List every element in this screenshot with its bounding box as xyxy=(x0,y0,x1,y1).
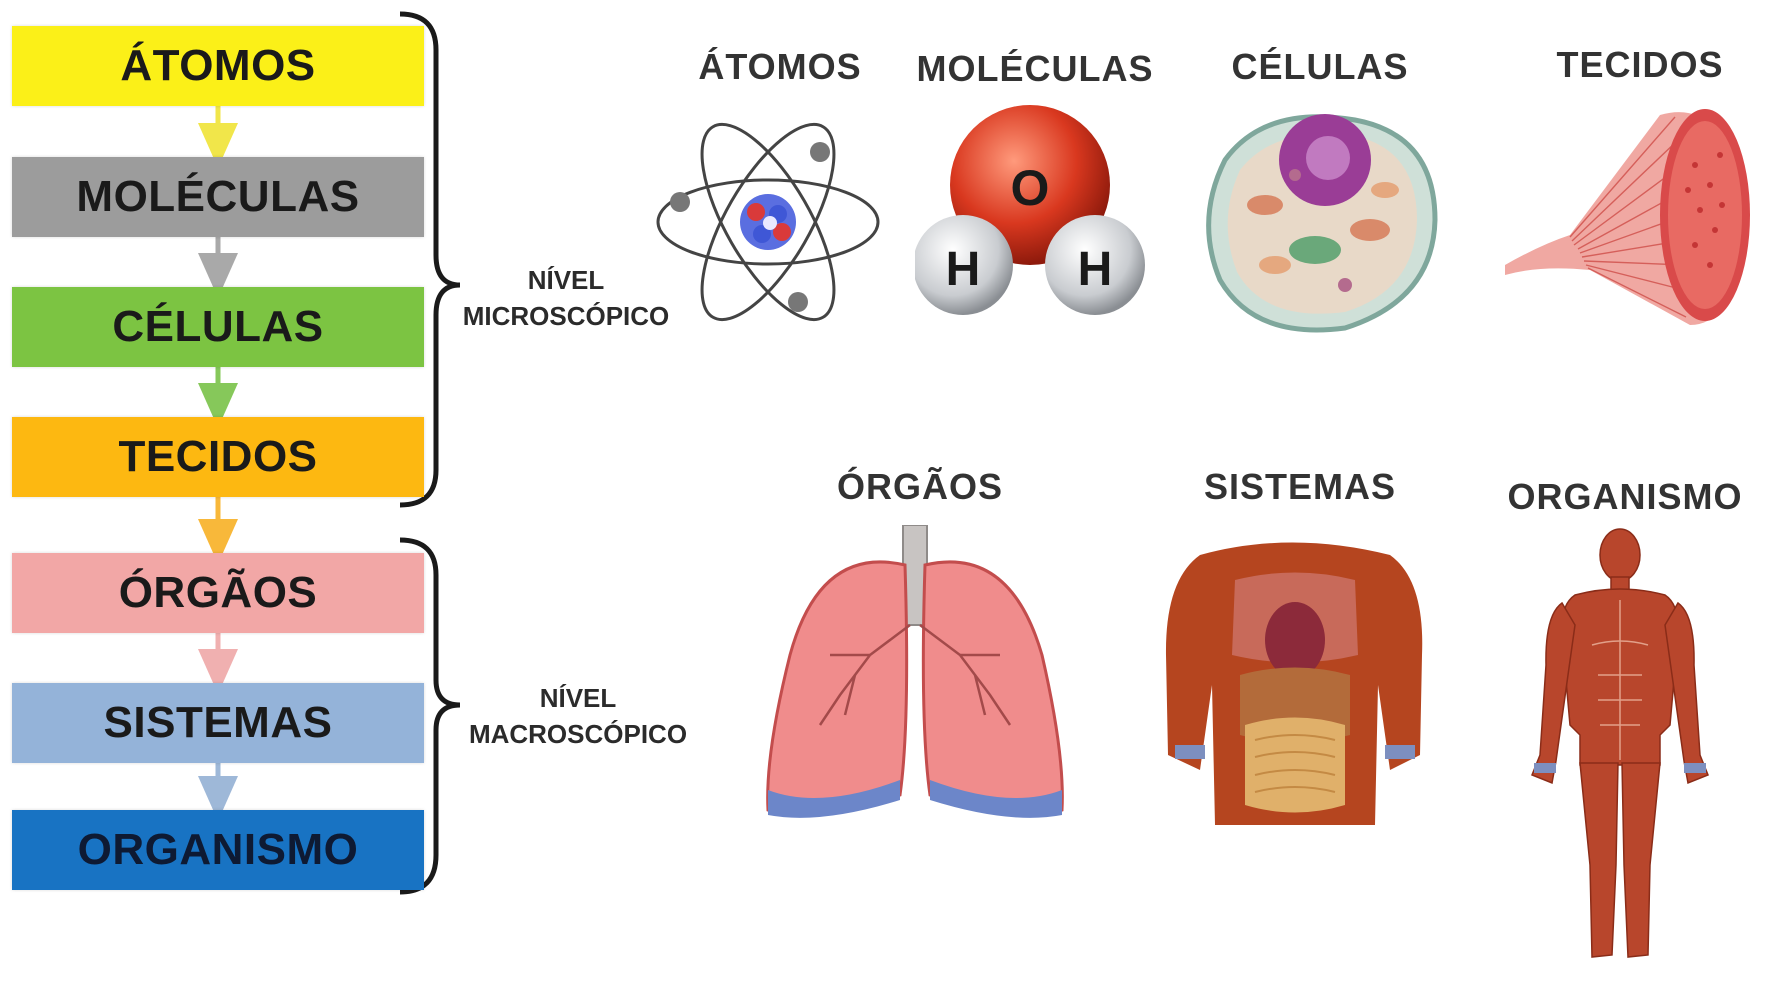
atom-icon xyxy=(656,122,880,322)
title-sistemas: SISTEMAS xyxy=(1203,466,1397,507)
title-atomos: ÁTOMOS xyxy=(698,46,862,87)
macroscopic-level-line1: NÍVEL xyxy=(539,683,617,713)
muscle-tissue-icon xyxy=(1505,109,1750,325)
torso-anatomy-icon xyxy=(1165,542,1423,825)
level-label-organismo: ORGANISMO xyxy=(77,825,359,874)
microscopic-level-label: NÍVEL MICROSCÓPICO xyxy=(446,262,686,334)
title-organismo: ORGANISMO xyxy=(1507,476,1743,517)
macroscopic-level-line2: MACROSCÓPICO xyxy=(468,719,688,749)
microscopic-level-line1: NÍVEL xyxy=(527,265,605,295)
hierarchy-connectors xyxy=(198,11,461,895)
level-label-sistemas: SISTEMAS xyxy=(103,698,333,747)
level-box-celulas: CÉLULAS xyxy=(12,287,424,367)
level-box-atomos: ÁTOMOS xyxy=(12,26,424,106)
level-box-sistemas: SISTEMAS xyxy=(12,683,424,763)
level-box-tecidos: TECIDOS xyxy=(12,417,424,497)
title-celulas: CÉLULAS xyxy=(1231,46,1409,87)
brace-macroscopic xyxy=(399,537,461,895)
hydrogen-label-left: H xyxy=(946,243,981,296)
level-box-organismo: ORGANISMO xyxy=(12,810,424,890)
title-moleculas: MOLÉCULAS xyxy=(916,48,1154,89)
water-molecule-icon: O H H xyxy=(915,105,1145,315)
level-label-orgaos: ÓRGÃOS xyxy=(118,568,318,617)
title-orgaos: ÓRGÃOS xyxy=(836,466,1003,507)
level-label-celulas: CÉLULAS xyxy=(112,302,324,351)
hydrogen-label-right: H xyxy=(1078,243,1113,296)
cell-icon xyxy=(1206,114,1438,333)
human-body-icon xyxy=(1531,528,1709,958)
level-label-moleculas: MOLÉCULAS xyxy=(76,172,360,221)
level-label-atomos: ÁTOMOS xyxy=(120,41,316,90)
level-box-orgaos: ÓRGÃOS xyxy=(12,553,424,633)
level-label-tecidos: TECIDOS xyxy=(118,432,318,481)
lungs-icon xyxy=(766,525,1064,818)
brace-microscopic xyxy=(399,11,461,508)
macroscopic-level-label: NÍVEL MACROSCÓPICO xyxy=(448,680,708,752)
microscopic-level-line2: MICROSCÓPICO xyxy=(462,301,670,331)
level-box-moleculas: MOLÉCULAS xyxy=(12,157,424,237)
title-tecidos: TECIDOS xyxy=(1556,44,1724,85)
oxygen-label: O xyxy=(1011,160,1050,216)
